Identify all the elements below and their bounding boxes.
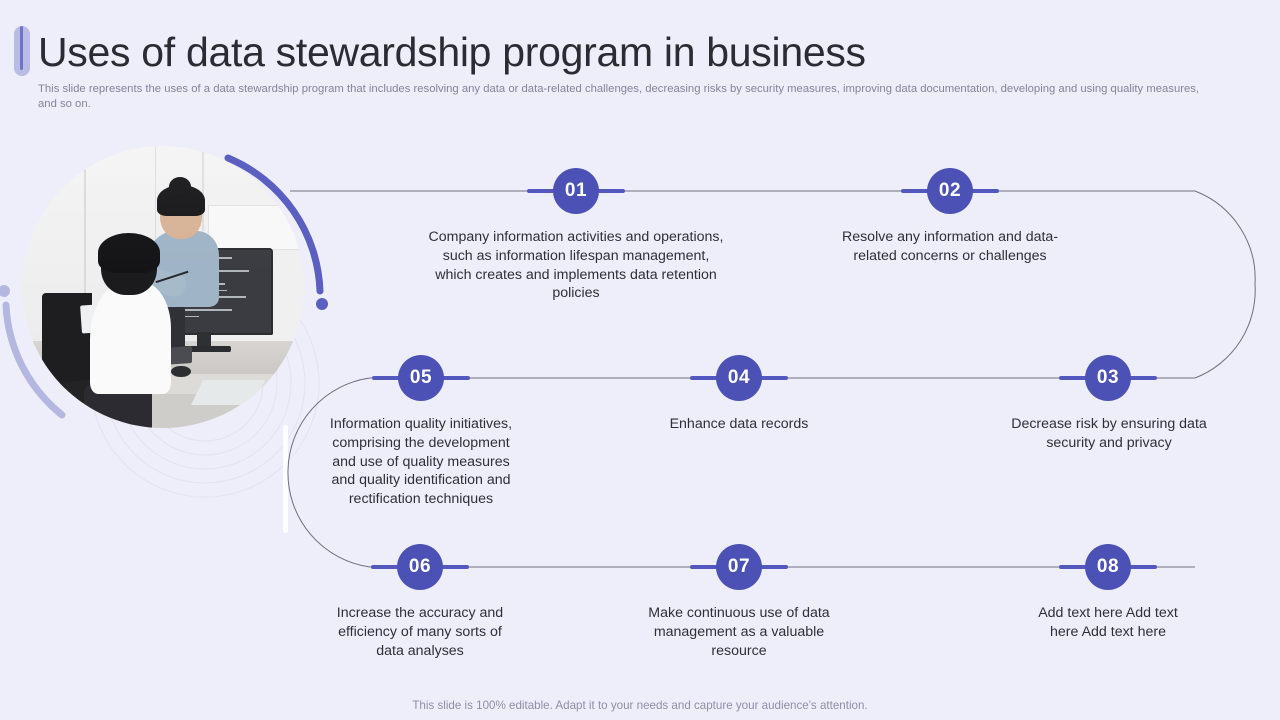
connector-stub-01-left bbox=[527, 189, 562, 193]
connector-stub-06-right bbox=[434, 565, 469, 569]
page-title: Uses of data stewardship program in busi… bbox=[38, 29, 866, 75]
connector-stub-05-left bbox=[372, 376, 407, 380]
timeline-node-04-text: Enhance data records bbox=[669, 416, 809, 432]
connector-stub-07-left bbox=[690, 565, 725, 569]
connector-stub-03-left bbox=[1059, 376, 1094, 380]
timeline-badge-02[interactable]: 02 bbox=[927, 168, 973, 214]
decorative-bar-white-right-icon bbox=[283, 425, 288, 533]
timeline-badge-01[interactable]: 01 bbox=[553, 168, 599, 214]
connector-stub-08-right bbox=[1122, 565, 1157, 569]
footer-note: This slide is 100% editable. Adapt it to… bbox=[412, 699, 868, 712]
connector-stub-02-right bbox=[964, 189, 999, 193]
timeline-node-07-text: Make continuous use of data management a… bbox=[648, 605, 830, 659]
timeline-badge-06[interactable]: 06 bbox=[397, 544, 443, 590]
timeline-node-05-text: Information quality initiatives, compris… bbox=[329, 416, 513, 508]
photo-cluster bbox=[0, 118, 350, 533]
title-accent-bar-inner-icon bbox=[20, 26, 23, 70]
timeline-badge-04[interactable]: 04 bbox=[716, 355, 762, 401]
connector-stub-08-left bbox=[1059, 565, 1094, 569]
connector-stub-07-right bbox=[753, 565, 788, 569]
timeline-node-02-text: Resolve any information and data-related… bbox=[841, 229, 1059, 264]
timeline-node-08-text: Add text here Add text here Add text her… bbox=[1038, 605, 1178, 640]
connector-stub-01-right bbox=[590, 189, 625, 193]
connector-stub-05-right bbox=[435, 376, 470, 380]
timeline-badge-07[interactable]: 07 bbox=[716, 544, 762, 590]
connector-stub-03-right bbox=[1122, 376, 1157, 380]
timeline-node-06-text: Increase the accuracy and efficiency of … bbox=[336, 605, 504, 659]
connector-stub-04-right bbox=[753, 376, 788, 380]
timeline-badge-03[interactable]: 03 bbox=[1085, 355, 1131, 401]
timeline-node-03-text: Decrease risk by ensuring data security … bbox=[1011, 416, 1207, 451]
connector-stub-06-left bbox=[371, 565, 406, 569]
timeline-badge-05[interactable]: 05 bbox=[398, 355, 444, 401]
connector-stub-04-left bbox=[690, 376, 725, 380]
timeline-node-01-text: Company information activities and opera… bbox=[428, 229, 724, 302]
connector-stub-02-left bbox=[901, 189, 936, 193]
page-subtitle: This slide represents the uses of a data… bbox=[38, 83, 1200, 110]
timeline-badge-08[interactable]: 08 bbox=[1085, 544, 1131, 590]
team-photo bbox=[22, 146, 304, 428]
slide-header: Uses of data stewardship program in busi… bbox=[0, 0, 1280, 118]
